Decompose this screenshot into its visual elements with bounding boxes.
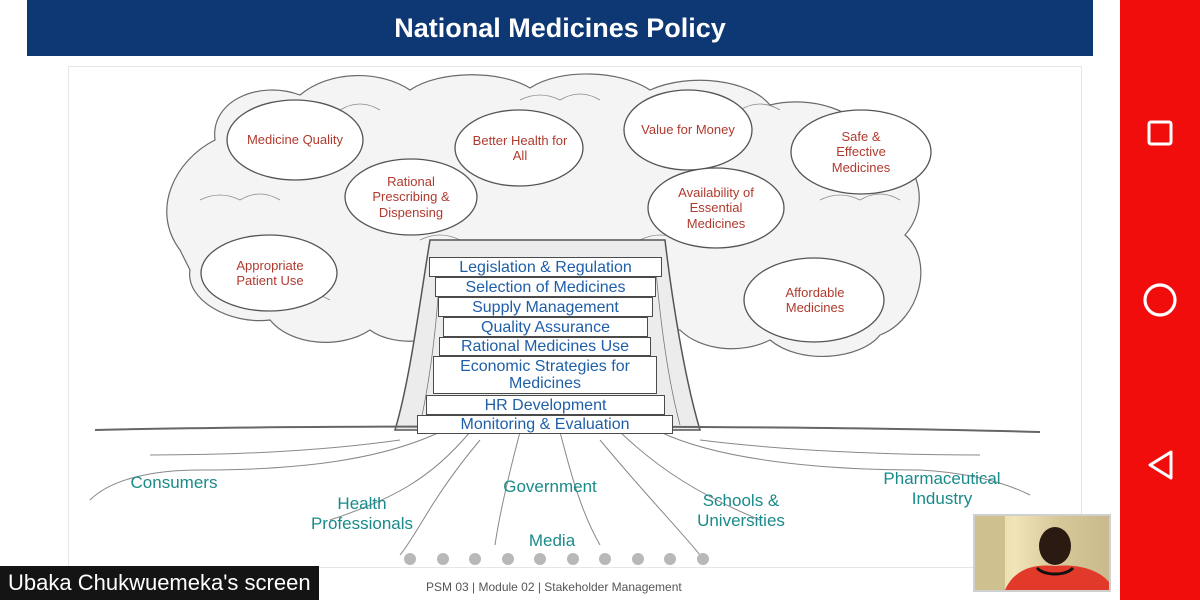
participant-avatar — [975, 516, 1109, 590]
pagination-dot[interactable] — [534, 553, 546, 565]
trunk-item-economic: Economic Strategies for Medicines — [433, 356, 657, 394]
android-nav-bar — [1120, 0, 1200, 600]
shared-screen: National Medicines Policy — [0, 0, 1120, 600]
fruit-availability: Availability of Essential Medicines — [678, 184, 754, 231]
pagination-dot[interactable] — [631, 553, 644, 565]
fruit-better-health: Better Health for All — [472, 132, 568, 164]
root-schools-universities: Schools & Universities — [697, 491, 785, 530]
slide-title: National Medicines Policy — [27, 0, 1093, 56]
screen-share-label: Ubaka Chukwuemeka's screen — [0, 566, 319, 600]
square-icon — [1147, 120, 1173, 146]
recents-button[interactable] — [1140, 113, 1180, 153]
pagination-dot[interactable] — [566, 553, 579, 565]
root-media: Media — [528, 531, 576, 550]
fruit-appropriate-use: Appropriate Patient Use — [236, 257, 304, 289]
trunk-item-legislation: Legislation & Regulation — [429, 257, 662, 277]
pagination-dot[interactable] — [404, 553, 416, 565]
back-button[interactable] — [1140, 445, 1180, 485]
participant-video-thumbnail[interactable] — [973, 514, 1111, 592]
root-consumers: Consumers — [130, 473, 218, 492]
pagination-dot[interactable] — [696, 553, 709, 565]
root-pharmaceutical-industry: Pharmaceutical Industry — [883, 469, 1001, 508]
root-government: Government — [503, 477, 597, 496]
trunk-item-hr: HR Development — [426, 395, 665, 415]
fruit-affordable: Affordable Medicines — [785, 284, 845, 316]
fruit-safe-effective: Safe & Effective Medicines — [831, 128, 891, 175]
pagination-dot[interactable] — [599, 553, 611, 565]
fruit-value-for-money: Value for Money — [641, 122, 735, 138]
pagination-dot[interactable] — [436, 553, 449, 565]
trunk-item-quality-assurance: Quality Assurance — [443, 317, 648, 337]
trunk-item-rational-use: Rational Medicines Use — [439, 337, 651, 356]
trunk-item-selection: Selection of Medicines — [435, 277, 656, 297]
trunk-item-supply: Supply Management — [438, 297, 653, 317]
root-health-professionals: Health Professionals — [310, 494, 414, 533]
pagination-dot[interactable] — [469, 553, 481, 565]
fruit-medicine-quality: Medicine Quality — [246, 132, 344, 148]
slide-pagination — [404, 553, 709, 565]
pagination-dot[interactable] — [501, 553, 514, 565]
slide-footer: PSM 03 | Module 02 | Stakeholder Managem… — [426, 580, 682, 594]
home-button[interactable] — [1140, 280, 1180, 320]
pagination-dot[interactable] — [664, 553, 676, 565]
triangle-back-icon — [1148, 450, 1173, 480]
circle-icon — [1143, 283, 1177, 317]
fruit-rational-prescribing: Rational Prescribing & Dispensing — [372, 173, 450, 220]
trunk-item-monitoring: Monitoring & Evaluation — [417, 415, 673, 434]
